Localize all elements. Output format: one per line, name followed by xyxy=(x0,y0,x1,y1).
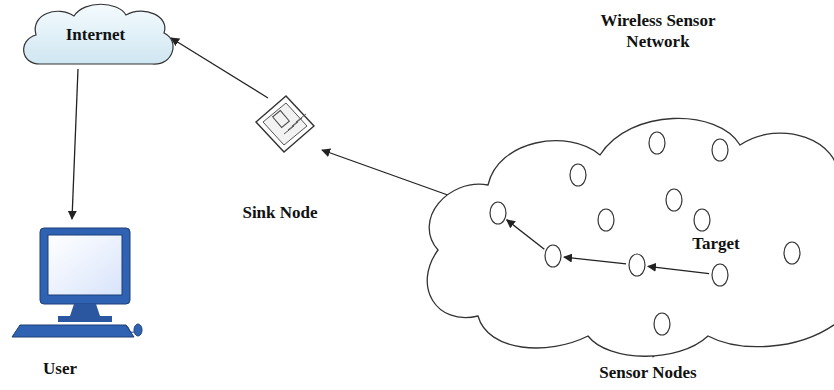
sensor-nodes xyxy=(490,132,800,335)
cloud-node: Internet xyxy=(18,2,173,70)
connector-arrow xyxy=(72,69,78,219)
connector-arrow xyxy=(171,38,268,98)
user-node: User xyxy=(10,222,142,340)
node-label: User xyxy=(30,358,90,379)
node-label: Sink Node xyxy=(220,202,340,223)
node-outline xyxy=(250,90,320,155)
sensor-label: Sensor Nodes xyxy=(583,362,713,383)
node-label: Internet xyxy=(18,24,173,45)
node-outline xyxy=(10,222,142,340)
cloud-node: Wireless Sensor Network xyxy=(418,100,834,350)
node-label: Wireless Sensor Network xyxy=(583,10,733,53)
computer-icon xyxy=(12,228,142,337)
sink-device xyxy=(256,96,314,152)
sink-node: Sink Node xyxy=(250,90,320,155)
target-label: Target xyxy=(676,233,756,254)
node-outline xyxy=(418,100,834,350)
network-cloud xyxy=(427,118,834,356)
